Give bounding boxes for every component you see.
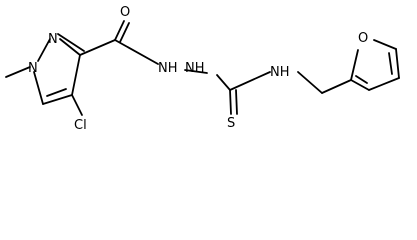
bond-furan-c5-c4 xyxy=(395,48,400,79)
bond-thiocarbonyl-s-1 xyxy=(229,89,232,115)
bond-nh-thiocarbonyl xyxy=(216,74,231,91)
bond-furan-c5-c4-double xyxy=(388,52,393,75)
atom-label-n-pyrazole-2: N xyxy=(48,32,58,47)
atom-label-nh-hydrazide-2: NH xyxy=(185,61,205,76)
bond-furan-c4-c3 xyxy=(368,77,400,91)
bond-furan-o-c5 xyxy=(373,39,397,50)
bond-thiocarbonyl-nh xyxy=(229,71,271,91)
structure-svg: O N N NH NH NH Cl S O xyxy=(5,5,400,133)
bond-thiocarbonyl-s-2 xyxy=(235,89,238,115)
bond-c4-cl xyxy=(71,94,83,116)
bond-n1-n2 xyxy=(37,38,51,62)
atom-label-nh-hydrazide-1: NH xyxy=(158,61,178,76)
bond-c4-c5-double xyxy=(46,88,67,97)
bond-furan-c2-o xyxy=(350,49,359,81)
bond-ch2-furan xyxy=(321,79,352,94)
atom-labels: O N N NH NH NH Cl S O xyxy=(28,5,368,133)
bond-n2-c3 xyxy=(59,38,81,56)
bond-c3-c4 xyxy=(71,54,81,96)
atom-label-s: S xyxy=(227,116,235,131)
bonds-group xyxy=(5,20,400,116)
atom-label-n-pyrazole-1: N xyxy=(28,61,38,76)
bond-n2-c3-double xyxy=(57,33,85,52)
bond-carbonyl-o-2 xyxy=(119,22,130,43)
bond-furan-c3-c2 xyxy=(350,79,370,91)
atom-label-cl: Cl xyxy=(74,118,87,133)
bond-carbonyl-nh xyxy=(114,39,159,65)
bond-nh-ch2 xyxy=(297,71,323,94)
bond-furan-c3-c2-double xyxy=(355,75,368,84)
bond-carbonyl-o-1 xyxy=(114,20,125,41)
bond-c4-c5 xyxy=(42,94,73,105)
bond-c3-carbonyl xyxy=(79,39,116,56)
atom-label-nh-amide: NH xyxy=(270,65,290,80)
bond-c5-n1 xyxy=(33,71,44,105)
bond-nh-nh xyxy=(184,69,208,74)
bond-methyl-n1 xyxy=(5,66,31,78)
atom-label-o-furan: O xyxy=(358,31,368,46)
atom-label-o-carbonyl: O xyxy=(120,5,130,20)
molecule-diagram: O N N NH NH NH Cl S O xyxy=(5,5,400,133)
